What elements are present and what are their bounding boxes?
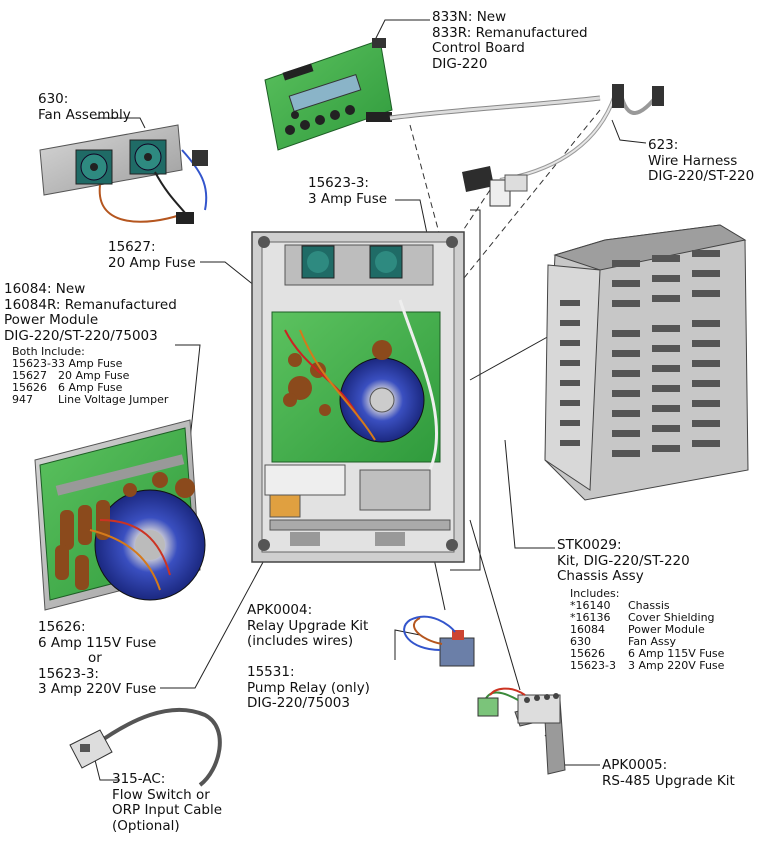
- label-rs485: APK0005:RS-485 Upgrade Kit: [602, 757, 735, 789]
- label-fuse-6a: 15626:6 Amp 115V Fuse or 15623-3:3 Amp 2…: [38, 619, 157, 697]
- label-flow-switch: 315-AC:Flow Switch or ORP Input Cable(Op…: [112, 771, 223, 834]
- fan-icon: [129, 139, 167, 175]
- fan-icon: [75, 149, 113, 185]
- main-chassis-part: [251, 231, 465, 563]
- chassis-cover-part: [544, 224, 749, 501]
- label-fan-assembly: 630:Fan Assembly: [38, 91, 131, 123]
- label-relay-kit: APK0004:Relay Upgrade Kit(includes wires…: [247, 602, 369, 649]
- power-module-part: [34, 419, 206, 611]
- rs485-kit-part: [477, 687, 566, 775]
- label-pump-relay: 15531:Pump Relay (only)DIG-220/75003: [247, 664, 370, 711]
- control-board-part: [264, 38, 393, 151]
- wire-harness-part: [389, 84, 664, 207]
- relay-part: [403, 615, 475, 667]
- leader-lines: [94, 19, 647, 781]
- label-fuse-3a: 15623-3:3 Amp Fuse: [308, 175, 388, 207]
- fan-icon: [369, 245, 403, 279]
- label-fuse-20a: 15627:20 Amp Fuse: [108, 239, 196, 271]
- fan-icon: [301, 245, 335, 279]
- flow-switch-cable-part: [69, 707, 222, 787]
- fan-assembly-part: [39, 124, 208, 224]
